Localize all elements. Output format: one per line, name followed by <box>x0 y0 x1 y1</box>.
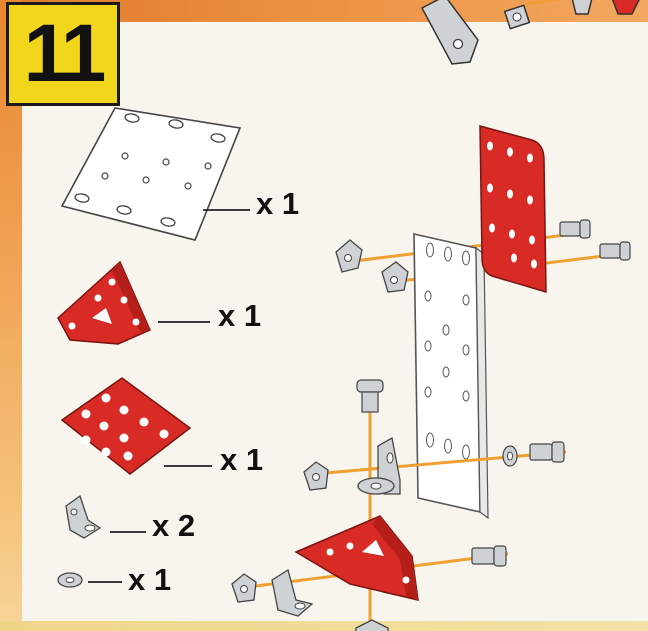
bolt-icon <box>357 380 383 412</box>
step-number: 11 <box>24 13 103 95</box>
part-quantity-angle-bracket: x 2 <box>152 510 195 541</box>
washer-icon <box>58 573 122 587</box>
step-badge: 11 <box>6 2 120 106</box>
part-quantity-washer: x 1 <box>128 564 171 595</box>
part-quantity-square-plate: x 1 <box>220 444 263 475</box>
flat-plate-outline-icon <box>62 108 250 240</box>
bolt-icon <box>600 242 630 260</box>
bolt-icon <box>472 546 506 566</box>
angle-bracket-icon <box>66 496 146 538</box>
previous-step-parts-icon <box>422 0 640 64</box>
bolt-icon <box>530 442 564 462</box>
part-quantity-triangular-plate: x 1 <box>218 300 261 331</box>
bolt-icon <box>560 220 590 238</box>
square-plate-icon <box>62 378 212 474</box>
triangular-plate-icon <box>58 262 210 344</box>
part-quantity-flat-plate: x 1 <box>256 188 299 219</box>
